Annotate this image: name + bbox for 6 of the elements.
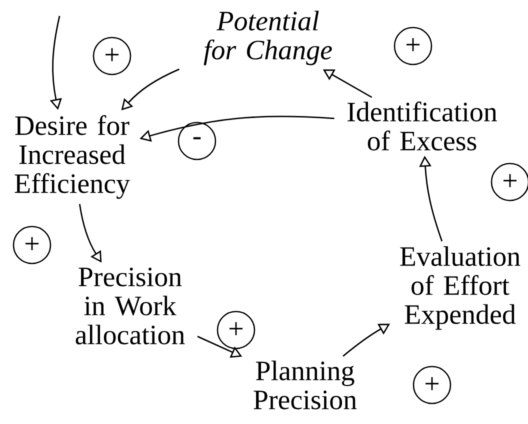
node-label: Identification of Excess [348, 102, 498, 150]
node-label: Planning Precision [254, 360, 357, 410]
node-label: Precision in Work allocation [76, 268, 185, 344]
node-label: Evaluation of Effort Expended [400, 246, 520, 330]
node-label: Desire for Increased Efficiency [14, 115, 130, 199]
node-label: Potential for Change [204, 10, 332, 66]
